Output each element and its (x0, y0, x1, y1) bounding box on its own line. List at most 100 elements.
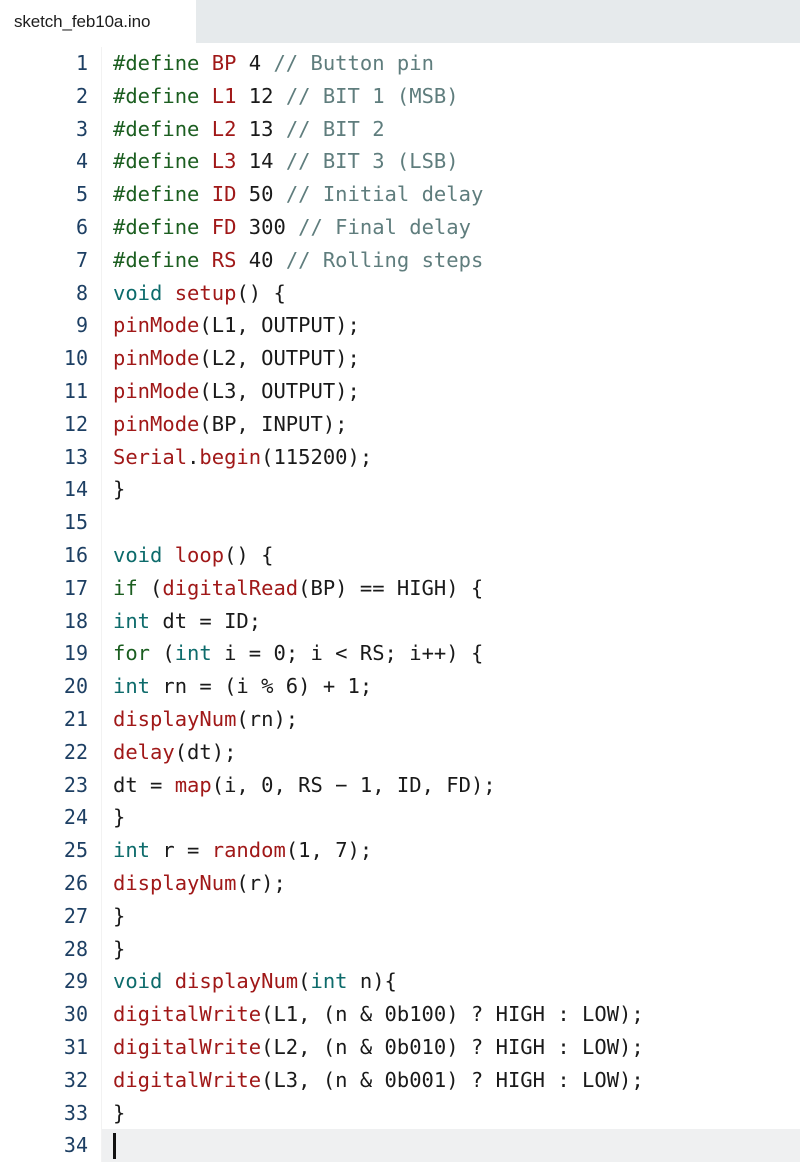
code-line-content[interactable]: void loop() { (102, 539, 800, 572)
gutter-divider (88, 506, 102, 539)
editor-tab-sketch[interactable]: sketch_feb10a.ino (0, 0, 196, 43)
code-line-content[interactable]: digitalWrite(L2, (n & 0b010) ? HIGH : LO… (102, 1031, 800, 1064)
code-line-content[interactable]: #define L2 13 // BIT 2 (102, 113, 800, 146)
code-line[interactable]: 25 int r = random(1, 7); (0, 834, 800, 867)
code-line-content[interactable]: #define RS 40 // Rolling steps (102, 244, 800, 277)
code-line-content[interactable]: #define L3 14 // BIT 3 (LSB) (102, 145, 800, 178)
gutter-divider (88, 145, 102, 179)
code-line-content[interactable] (102, 506, 800, 539)
code-line-content[interactable]: pinMode(BP, INPUT); (102, 408, 800, 441)
code-token-kw: if (113, 575, 138, 600)
code-line-content[interactable]: pinMode(L2, OUTPUT); (102, 342, 800, 375)
code-line-content[interactable]: for (int i = 0; i < RS; i++) { (102, 637, 800, 670)
code-line[interactable]: 2#define L1 12 // BIT 1 (MSB) (0, 79, 800, 113)
code-text: digitalWrite(L1, (n & 0b100) ? HIGH : LO… (113, 1002, 644, 1026)
code-line[interactable]: 4#define L3 14 // BIT 3 (LSB) (0, 145, 800, 179)
code-text: for (int i = 0; i < RS; i++) { (113, 641, 483, 665)
code-token-fn: digitalWrite (113, 1067, 262, 1092)
code-line-content[interactable] (102, 1129, 800, 1163)
gutter-divider (88, 1129, 102, 1163)
code-line-content[interactable]: #define ID 50 // Initial delay (102, 178, 800, 211)
editor-tab-bar: sketch_feb10a.ino (0, 0, 800, 43)
code-line[interactable]: 14} (0, 473, 800, 507)
code-line-content[interactable]: pinMode(L3, OUTPUT); (102, 375, 800, 408)
gutter-divider (88, 276, 102, 310)
code-line-content[interactable]: digitalWrite(L1, (n & 0b100) ? HIGH : LO… (102, 998, 800, 1031)
code-token-com: // Button pin (273, 51, 434, 75)
code-line-content[interactable]: if (digitalRead(BP) == HIGH) { (102, 572, 800, 605)
code-line-content[interactable]: } (102, 473, 800, 506)
code-line-content[interactable]: pinMode(L1, OUTPUT); (102, 309, 800, 342)
code-line-content[interactable]: int dt = ID; (102, 605, 800, 638)
code-line-content[interactable]: #define FD 300 // Final delay (102, 211, 800, 244)
code-token-plain: (BP) == HIGH) { (298, 575, 484, 600)
code-line[interactable]: 23 dt = map(i, 0, RS − 1, ID, FD); (0, 768, 800, 802)
code-token-num: 0b100 (384, 1002, 447, 1027)
code-line[interactable]: 1#define BP 4 // Button pin (0, 47, 800, 80)
code-line[interactable]: 27} (0, 899, 800, 933)
code-line-content[interactable]: digitalWrite(L3, (n & 0b001) ? HIGH : LO… (102, 1064, 800, 1097)
code-token-fn: Serial (113, 444, 188, 469)
line-number: 33 (0, 1096, 88, 1130)
gutter-divider (88, 210, 102, 244)
code-token-kw: for (113, 641, 151, 666)
code-token-type: int (174, 641, 212, 666)
code-line-content[interactable]: dt = map(i, 0, RS − 1, ID, FD); (102, 769, 800, 802)
code-line-content[interactable]: delay(dt); (102, 736, 800, 769)
line-number: 15 (0, 506, 88, 539)
code-line[interactable]: 24} (0, 801, 800, 835)
code-line-content[interactable]: void setup() { (102, 277, 800, 310)
code-line[interactable]: 6#define FD 300 // Final delay (0, 210, 800, 244)
code-line[interactable]: 15 (0, 506, 800, 539)
code-line[interactable]: 7#define RS 40 // Rolling steps (0, 243, 800, 277)
code-line-content[interactable]: void displayNum(int n){ (102, 965, 800, 998)
code-line-content[interactable]: Serial.begin(115200); (102, 441, 800, 474)
code-line-content[interactable]: #define L1 12 // BIT 1 (MSB) (102, 80, 800, 113)
code-line-content[interactable]: displayNum(r); (102, 867, 800, 900)
code-token-fn: begin (199, 444, 262, 469)
code-line-content[interactable]: int r = random(1, 7); (102, 834, 800, 867)
line-number: 23 (0, 768, 88, 802)
code-line-content[interactable]: } (102, 801, 800, 834)
code-line[interactable]: 33} (0, 1096, 800, 1130)
line-number: 25 (0, 834, 88, 867)
code-line-content[interactable]: } (102, 933, 800, 966)
code-line-content[interactable]: } (102, 1097, 800, 1130)
code-line-content[interactable]: } (102, 900, 800, 933)
code-line[interactable]: 3#define L2 13 // BIT 2 (0, 112, 800, 146)
code-token-num: 300 (248, 214, 286, 239)
code-line-content[interactable]: displayNum(rn); (102, 703, 800, 736)
code-token-plain: () { (224, 542, 274, 567)
code-text: #define L1 12 // BIT 1 (MSB) (113, 84, 459, 108)
code-token-pre: #define (113, 214, 212, 239)
code-line[interactable]: 34 (0, 1129, 800, 1163)
code-line-content[interactable]: #define BP 4 // Button pin (102, 47, 800, 80)
gutter-divider (88, 178, 102, 211)
code-token-plain: (L2, (n & (261, 1034, 385, 1059)
code-text: } (113, 477, 125, 501)
code-line[interactable]: 28} (0, 932, 800, 966)
code-text: if (digitalRead(BP) == HIGH) { (113, 576, 483, 600)
code-line[interactable]: 5#define ID 50 // Initial delay (0, 178, 800, 211)
code-line-content[interactable]: int rn = (i % 6) + 1; (102, 670, 800, 703)
